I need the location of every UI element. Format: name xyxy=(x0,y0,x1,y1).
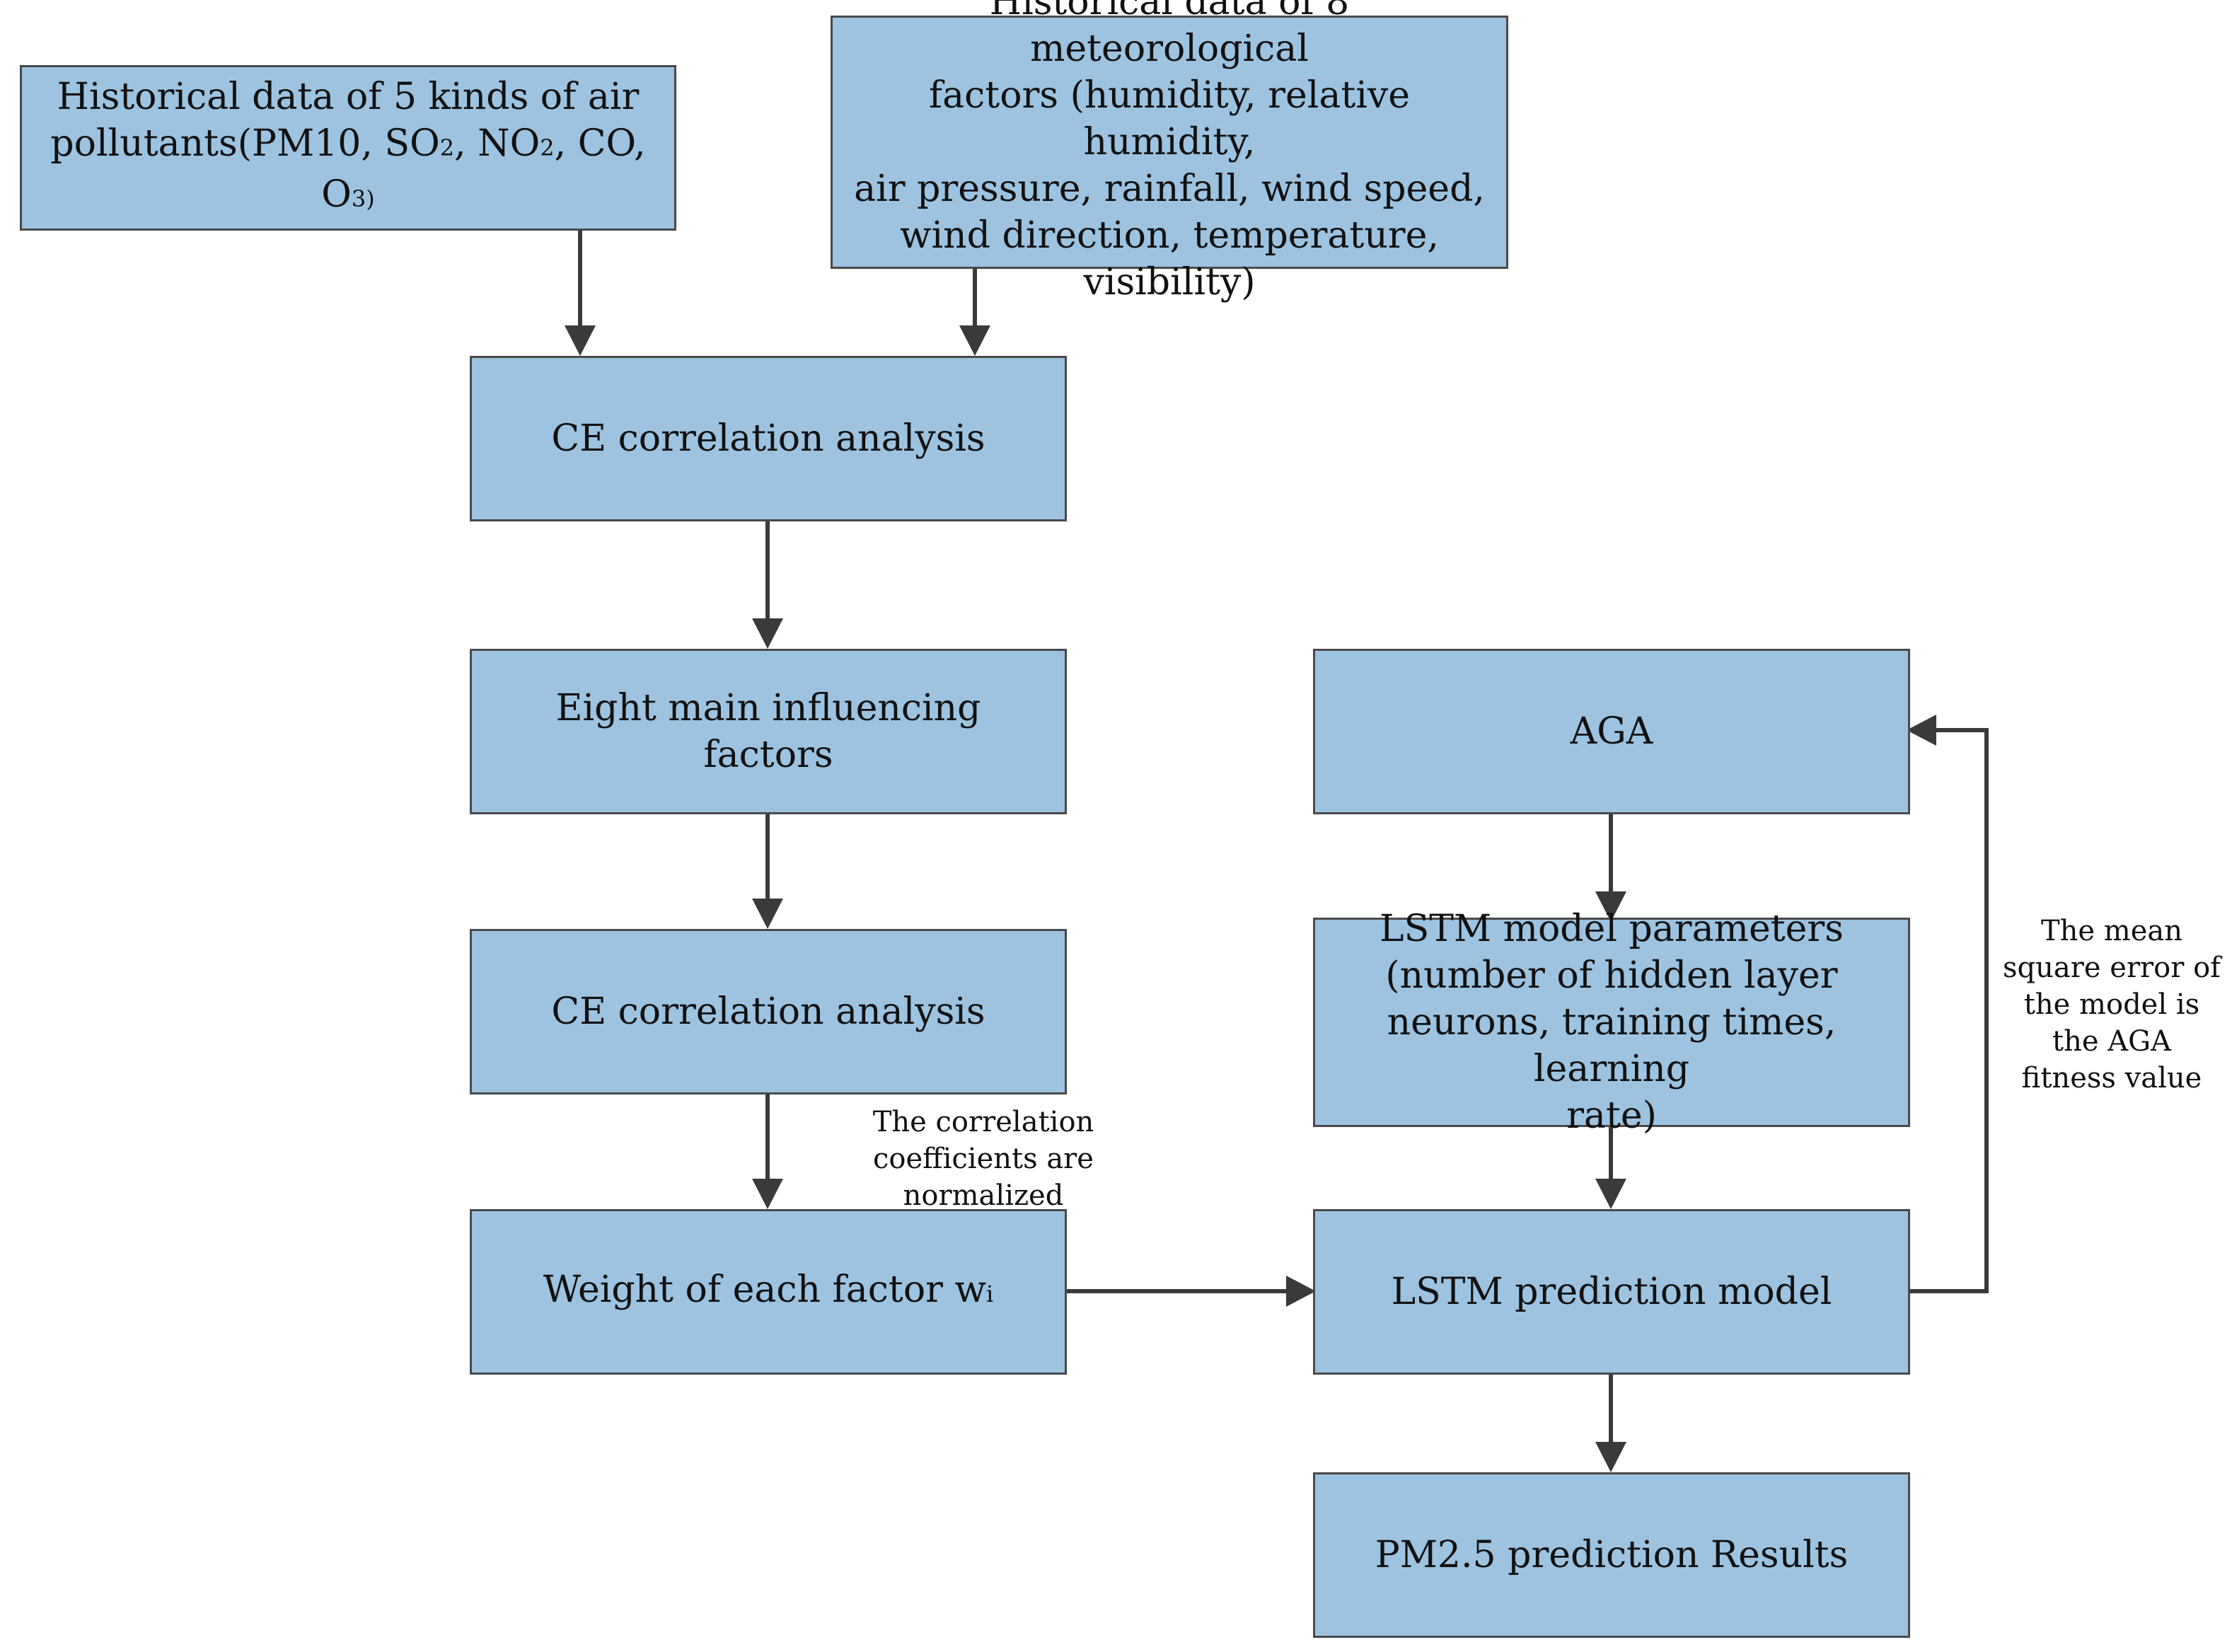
node-pm25-results: PM2.5 prediction Results xyxy=(1313,1472,1910,1638)
node-ce-correlation-2: CE correlation analysis xyxy=(470,929,1067,1094)
note-normalized: The correlation coefficients are normali… xyxy=(842,1104,1125,1214)
arrowhead xyxy=(752,1179,783,1209)
text-part: , NO xyxy=(454,122,540,165)
note-mse-line3: the model is xyxy=(2023,988,2200,1021)
arrowhead xyxy=(1595,1442,1626,1472)
node-lstm-params-line3: neurons, training times, learning xyxy=(1387,1001,1837,1090)
arrow-feedback-loop xyxy=(1908,728,1989,1293)
node-ce-correlation-1: CE correlation analysis xyxy=(470,356,1067,521)
arrowhead xyxy=(1907,715,1936,746)
node-meteo-line4: wind direction, temperature, xyxy=(900,214,1439,257)
node-weight-text: Weight of each factor w xyxy=(543,1269,987,1311)
text-part: , CO, O xyxy=(321,122,646,216)
text-part: pollutants(PM10, SO xyxy=(50,122,440,165)
node-lstm-params: LSTM model parameters (number of hidden … xyxy=(1313,908,1910,1137)
arrowhead xyxy=(1286,1276,1316,1307)
node-lstm-model: LSTM prediction model xyxy=(1313,1209,1910,1375)
node-lstm-params-line4: rate) xyxy=(1566,1094,1657,1137)
subscript: 3) xyxy=(351,185,375,212)
node-air-pollutants-line1: Historical data of 5 kinds of air xyxy=(57,76,640,118)
node-eight-factors: Eight main influencing factors xyxy=(470,649,1067,814)
arrowhead xyxy=(752,899,783,929)
subscript: i xyxy=(986,1281,994,1307)
note-mse-fitness: The mean square error of the model is th… xyxy=(1995,913,2228,1097)
note-mse-line5: fitness value xyxy=(2021,1062,2202,1094)
node-meteorological: Historical data of 8 meteorological fact… xyxy=(831,0,1508,304)
arrowhead xyxy=(752,618,783,649)
node-aga: AGA xyxy=(1313,649,1910,814)
arrowhead xyxy=(1595,1179,1626,1209)
note-mse-line1: The mean xyxy=(2040,915,2183,947)
node-meteo-line1: Historical data of 8 meteorological xyxy=(989,0,1350,70)
note-normalized-line3: normalized xyxy=(903,1179,1064,1212)
note-normalized-line2: coefficients are xyxy=(873,1143,1094,1175)
note-normalized-line1: The correlation xyxy=(872,1106,1094,1138)
node-lstm-params-line1: LSTM model parameters xyxy=(1380,908,1844,950)
node-meteo-line5: visibility) xyxy=(1083,261,1256,304)
node-meteo-line3: air pressure, rainfall, wind speed, xyxy=(854,168,1485,210)
node-air-pollutants-line2: pollutants(PM10, SO2, NO2, CO, O3) xyxy=(39,120,657,222)
node-weight: Weight of each factor wi xyxy=(470,1209,1067,1375)
subscript: 2 xyxy=(439,134,455,161)
node-meteo-line2: factors (humidity, relative humidity, xyxy=(928,74,1411,163)
note-mse-line4: the AGA xyxy=(2052,1025,2171,1058)
note-mse-line2: square error of xyxy=(2003,952,2221,984)
node-air-pollutants: Historical data of 5 kinds of air pollut… xyxy=(20,65,676,231)
arrowhead xyxy=(1595,891,1626,922)
subscript: 2 xyxy=(540,134,555,161)
arrowhead xyxy=(565,325,596,356)
node-lstm-params-line2: (number of hidden layer xyxy=(1385,954,1838,997)
arrowhead xyxy=(959,325,990,356)
